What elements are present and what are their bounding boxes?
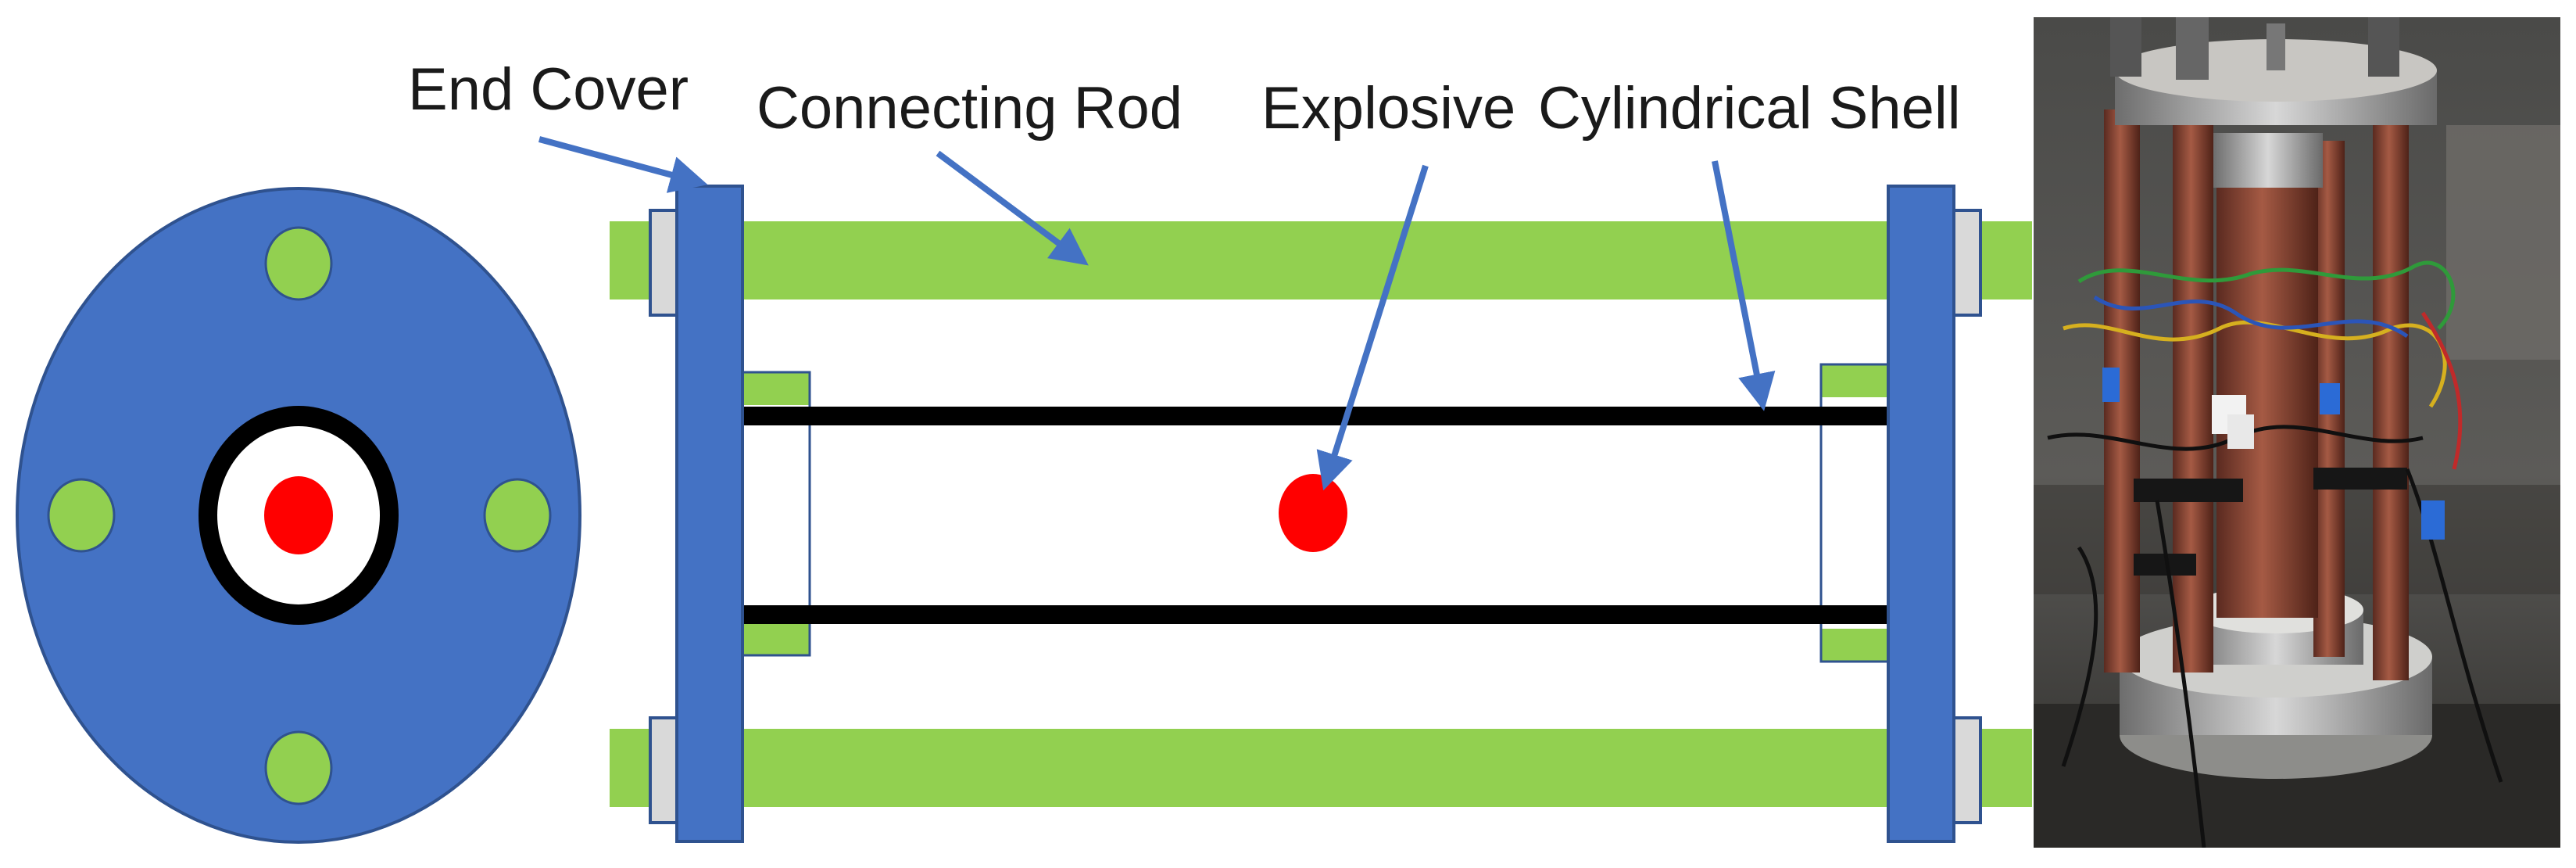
connecting-rod-bottom bbox=[610, 729, 2032, 807]
nut-right-top bbox=[1951, 209, 1982, 317]
explosive-front bbox=[264, 476, 333, 554]
nut-left-bottom bbox=[649, 716, 680, 824]
arrow-explosive bbox=[1316, 164, 1429, 491]
label-connecting-rod: Connecting Rod bbox=[757, 75, 1182, 142]
nut-left-top bbox=[649, 209, 680, 317]
explosive-side bbox=[1279, 474, 1347, 552]
label-cylindrical-shell: Cylindrical Shell bbox=[1538, 75, 1961, 142]
collar-left-top bbox=[742, 372, 810, 405]
callout-arrows bbox=[538, 136, 1776, 491]
photo-of-test-fixture bbox=[2034, 17, 2560, 848]
end-cover-front-view bbox=[16, 187, 581, 844]
rod-hole-right bbox=[483, 478, 552, 553]
collar-right-top bbox=[1821, 364, 1888, 397]
rod-hole-left bbox=[47, 478, 116, 553]
arrow-cylindrical-shell bbox=[1712, 160, 1776, 411]
arrow-connecting-rod bbox=[936, 150, 1089, 266]
label-end-cover: End Cover bbox=[408, 56, 689, 123]
rod-hole-top bbox=[264, 226, 333, 301]
nut-right-bottom bbox=[1951, 716, 1982, 824]
label-explosive: Explosive bbox=[1261, 75, 1515, 142]
end-cover-right bbox=[1887, 185, 1955, 843]
collar-left-bottom bbox=[742, 622, 810, 655]
cylindrical-shell-bottom-wall bbox=[735, 605, 1888, 624]
collar-right-bottom bbox=[1821, 629, 1888, 662]
rod-hole-bottom bbox=[264, 730, 333, 805]
arrow-end-cover bbox=[538, 136, 708, 193]
side-view bbox=[610, 185, 2032, 843]
end-cover-left bbox=[675, 185, 744, 843]
cylindrical-shell-top-wall bbox=[735, 407, 1888, 425]
connecting-rod-top bbox=[610, 221, 2032, 299]
